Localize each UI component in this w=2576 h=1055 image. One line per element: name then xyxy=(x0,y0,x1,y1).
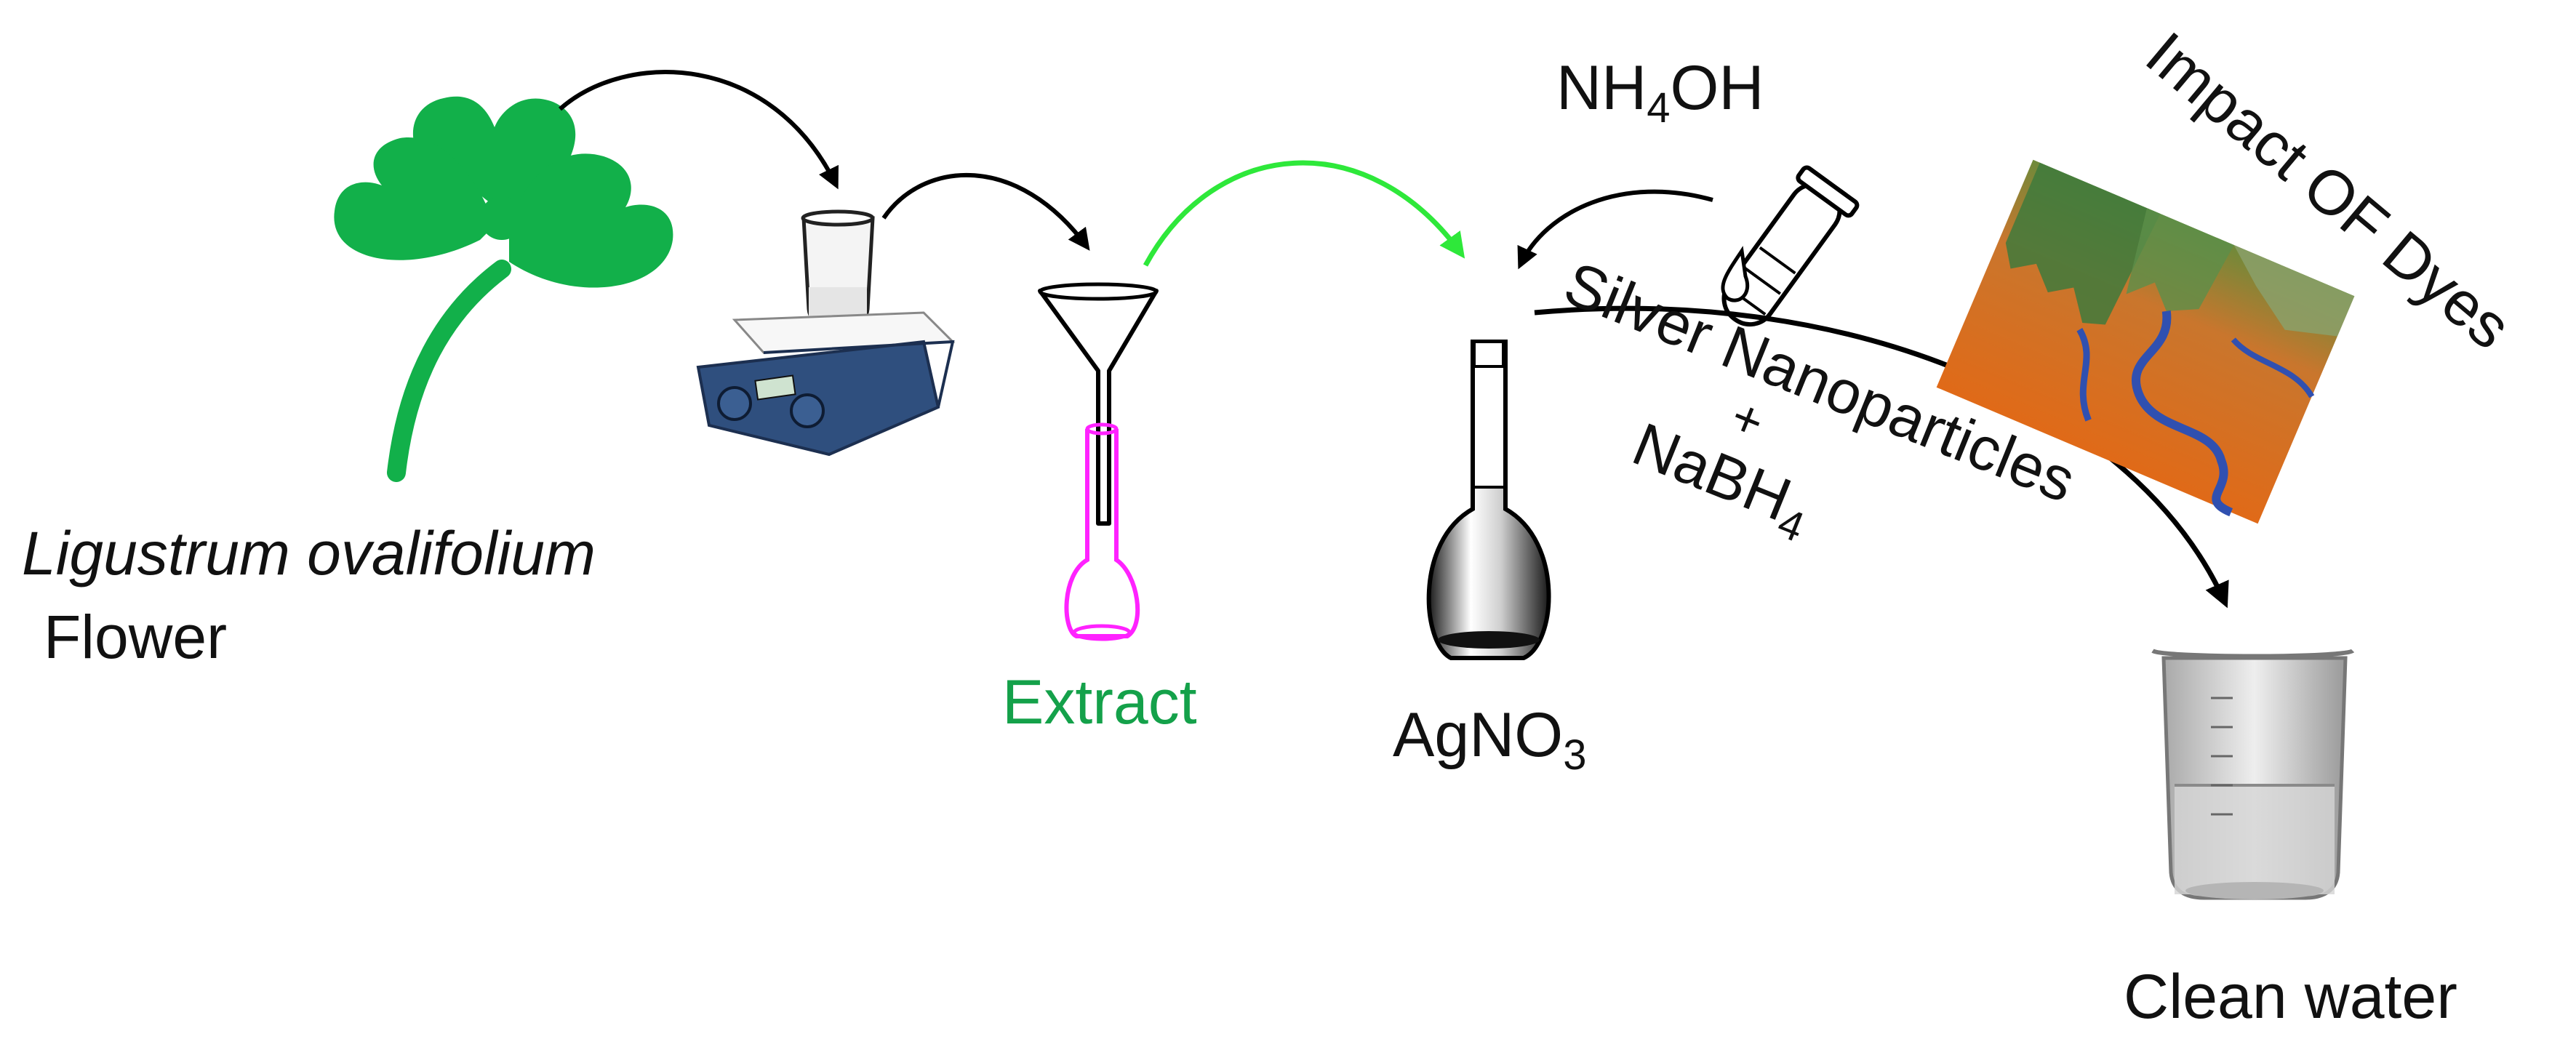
arrow-clover-to-hotplate xyxy=(559,70,839,190)
dye-polluted-river-photo xyxy=(1936,159,2355,524)
arrow-extract-to-agno3 xyxy=(1143,160,1465,267)
volumetric-flask-icon xyxy=(1426,340,1551,660)
clean-water-label: Clean water xyxy=(2124,962,2457,1032)
extract-flask-icon xyxy=(1064,422,1140,641)
hotplate-stirrer-icon xyxy=(696,209,956,457)
flower-species-label: Ligustrum ovalifolium xyxy=(22,519,596,587)
funnel-icon xyxy=(1038,282,1159,526)
test-tube-icon xyxy=(1721,165,1860,327)
clover-leaf-icon xyxy=(334,96,673,482)
nh4oh-label: NH4OH xyxy=(1556,53,1764,132)
nabh4-label: NaBH4 xyxy=(1620,409,1823,551)
beaker-icon xyxy=(2151,649,2355,900)
agno3-label: AgNO3 xyxy=(1393,700,1586,779)
flower-word-label: Flower xyxy=(44,603,227,671)
arrow-hotplate-to-funnel xyxy=(881,172,1090,251)
extract-label: Extract xyxy=(1002,667,1197,737)
arrow-nh4oh-to-agno3 xyxy=(1517,189,1713,270)
